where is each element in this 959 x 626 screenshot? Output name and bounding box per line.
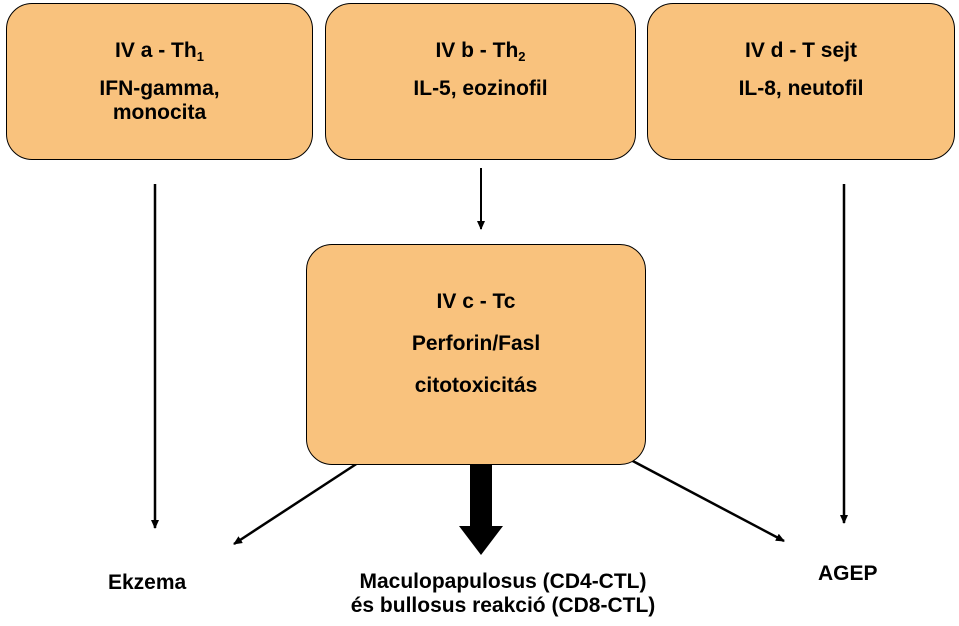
box-iv-a-line2: monocita xyxy=(112,100,207,124)
box-iv-a-line1: IFN-gamma, xyxy=(99,76,220,100)
outcome-maculopapulosus: Maculopapulosus (CD4-CTL) és bullosus re… xyxy=(318,570,688,618)
box-iv-a-title: IV a - Th1 xyxy=(115,38,204,64)
outcome-ekzema: Ekzema xyxy=(108,571,187,594)
outcome-maculopapulosus-line1: Maculopapulosus (CD4-CTL) xyxy=(359,570,647,593)
box-iv-d-title: IV d - T sejt xyxy=(744,38,857,62)
box-iv-b-line1: IL-5, eozinofil xyxy=(413,76,548,100)
arrow-c-to-ekzema xyxy=(233,455,368,546)
box-iv-d-line1: IL-8, neutofil xyxy=(738,76,864,100)
box-iv-c-line2: citotoxicitás xyxy=(414,373,538,397)
outcome-maculopapulosus-line2: és bullosus reakció (CD8-CTL) xyxy=(350,594,656,617)
box-iv-a: IV a - Th1 IFN-gamma, monocita xyxy=(6,3,313,160)
thick-arrow-c-to-maculopapulosus xyxy=(459,448,503,555)
box-iv-c-line1: Perforin/Fasl xyxy=(411,331,541,355)
box-iv-b: IV b - Th2 IL-5, eozinofil xyxy=(325,3,636,160)
box-iv-b-title: IV b - Th2 xyxy=(435,38,526,64)
box-iv-d: IV d - T sejt IL-8, neutofil xyxy=(647,3,955,160)
box-iv-c-title: IV c - Tc xyxy=(436,289,516,313)
box-iv-c: IV c - Tc Perforin/Fasl citotoxicitás xyxy=(306,244,646,465)
arrow-c-to-agep xyxy=(609,447,785,543)
outcome-agep: AGEP xyxy=(818,562,878,585)
